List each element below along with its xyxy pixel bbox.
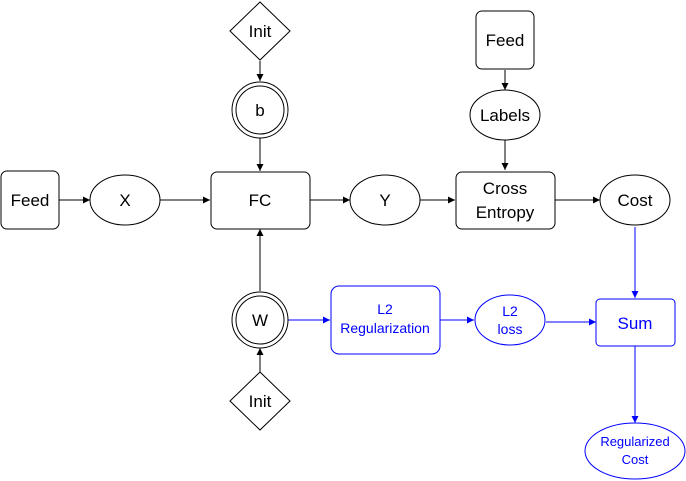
node-x-label: X — [119, 191, 130, 210]
node-b-label: b — [255, 101, 264, 120]
node-l2-regularization-line2: Regularization — [340, 320, 430, 336]
node-init-bottom-label: Init — [249, 392, 272, 411]
edges-main — [58, 61, 600, 372]
node-init-top: Init — [229, 1, 291, 61]
node-l2-loss-line1: L2 — [502, 303, 518, 319]
node-init-top-label: Init — [249, 22, 272, 41]
edges-regularization — [288, 227, 639, 423]
node-init-bottom: Init — [229, 371, 291, 431]
node-fc-label: FC — [249, 191, 272, 210]
node-w: W — [231, 291, 289, 349]
node-l2-loss-line2: loss — [498, 321, 523, 337]
node-y-label: Y — [379, 191, 390, 210]
node-x: X — [89, 174, 161, 226]
node-feed-top: Feed — [475, 10, 535, 70]
node-cross-entropy-line1: Cross — [483, 179, 527, 198]
node-cost: Cost — [599, 174, 671, 226]
node-cross-entropy-line2: Entropy — [476, 203, 535, 222]
node-y: Y — [349, 174, 421, 226]
node-feed-top-label: Feed — [486, 31, 525, 50]
node-fc: FC — [210, 171, 311, 230]
node-cost-label: Cost — [618, 191, 653, 210]
node-labels-label: Labels — [480, 106, 530, 125]
node-feed-left: Feed — [0, 170, 60, 230]
node-l2-regularization-line1: L2 — [377, 301, 393, 317]
node-regularized-cost: Regularized Cost — [584, 422, 686, 480]
node-labels: Labels — [469, 89, 541, 141]
node-b: b — [231, 81, 289, 139]
node-cross-entropy: Cross Entropy — [455, 171, 556, 230]
node-sum: Sum — [595, 298, 676, 347]
node-w-label: W — [252, 311, 268, 330]
node-l2-loss: L2 loss — [474, 294, 546, 346]
node-l2-regularization: L2 Regularization — [330, 285, 441, 355]
node-regularized-cost-line1: Regularized — [600, 434, 669, 449]
node-sum-label: Sum — [618, 314, 653, 333]
node-regularized-cost-line2: Cost — [622, 452, 649, 467]
node-feed-left-label: Feed — [11, 191, 50, 210]
